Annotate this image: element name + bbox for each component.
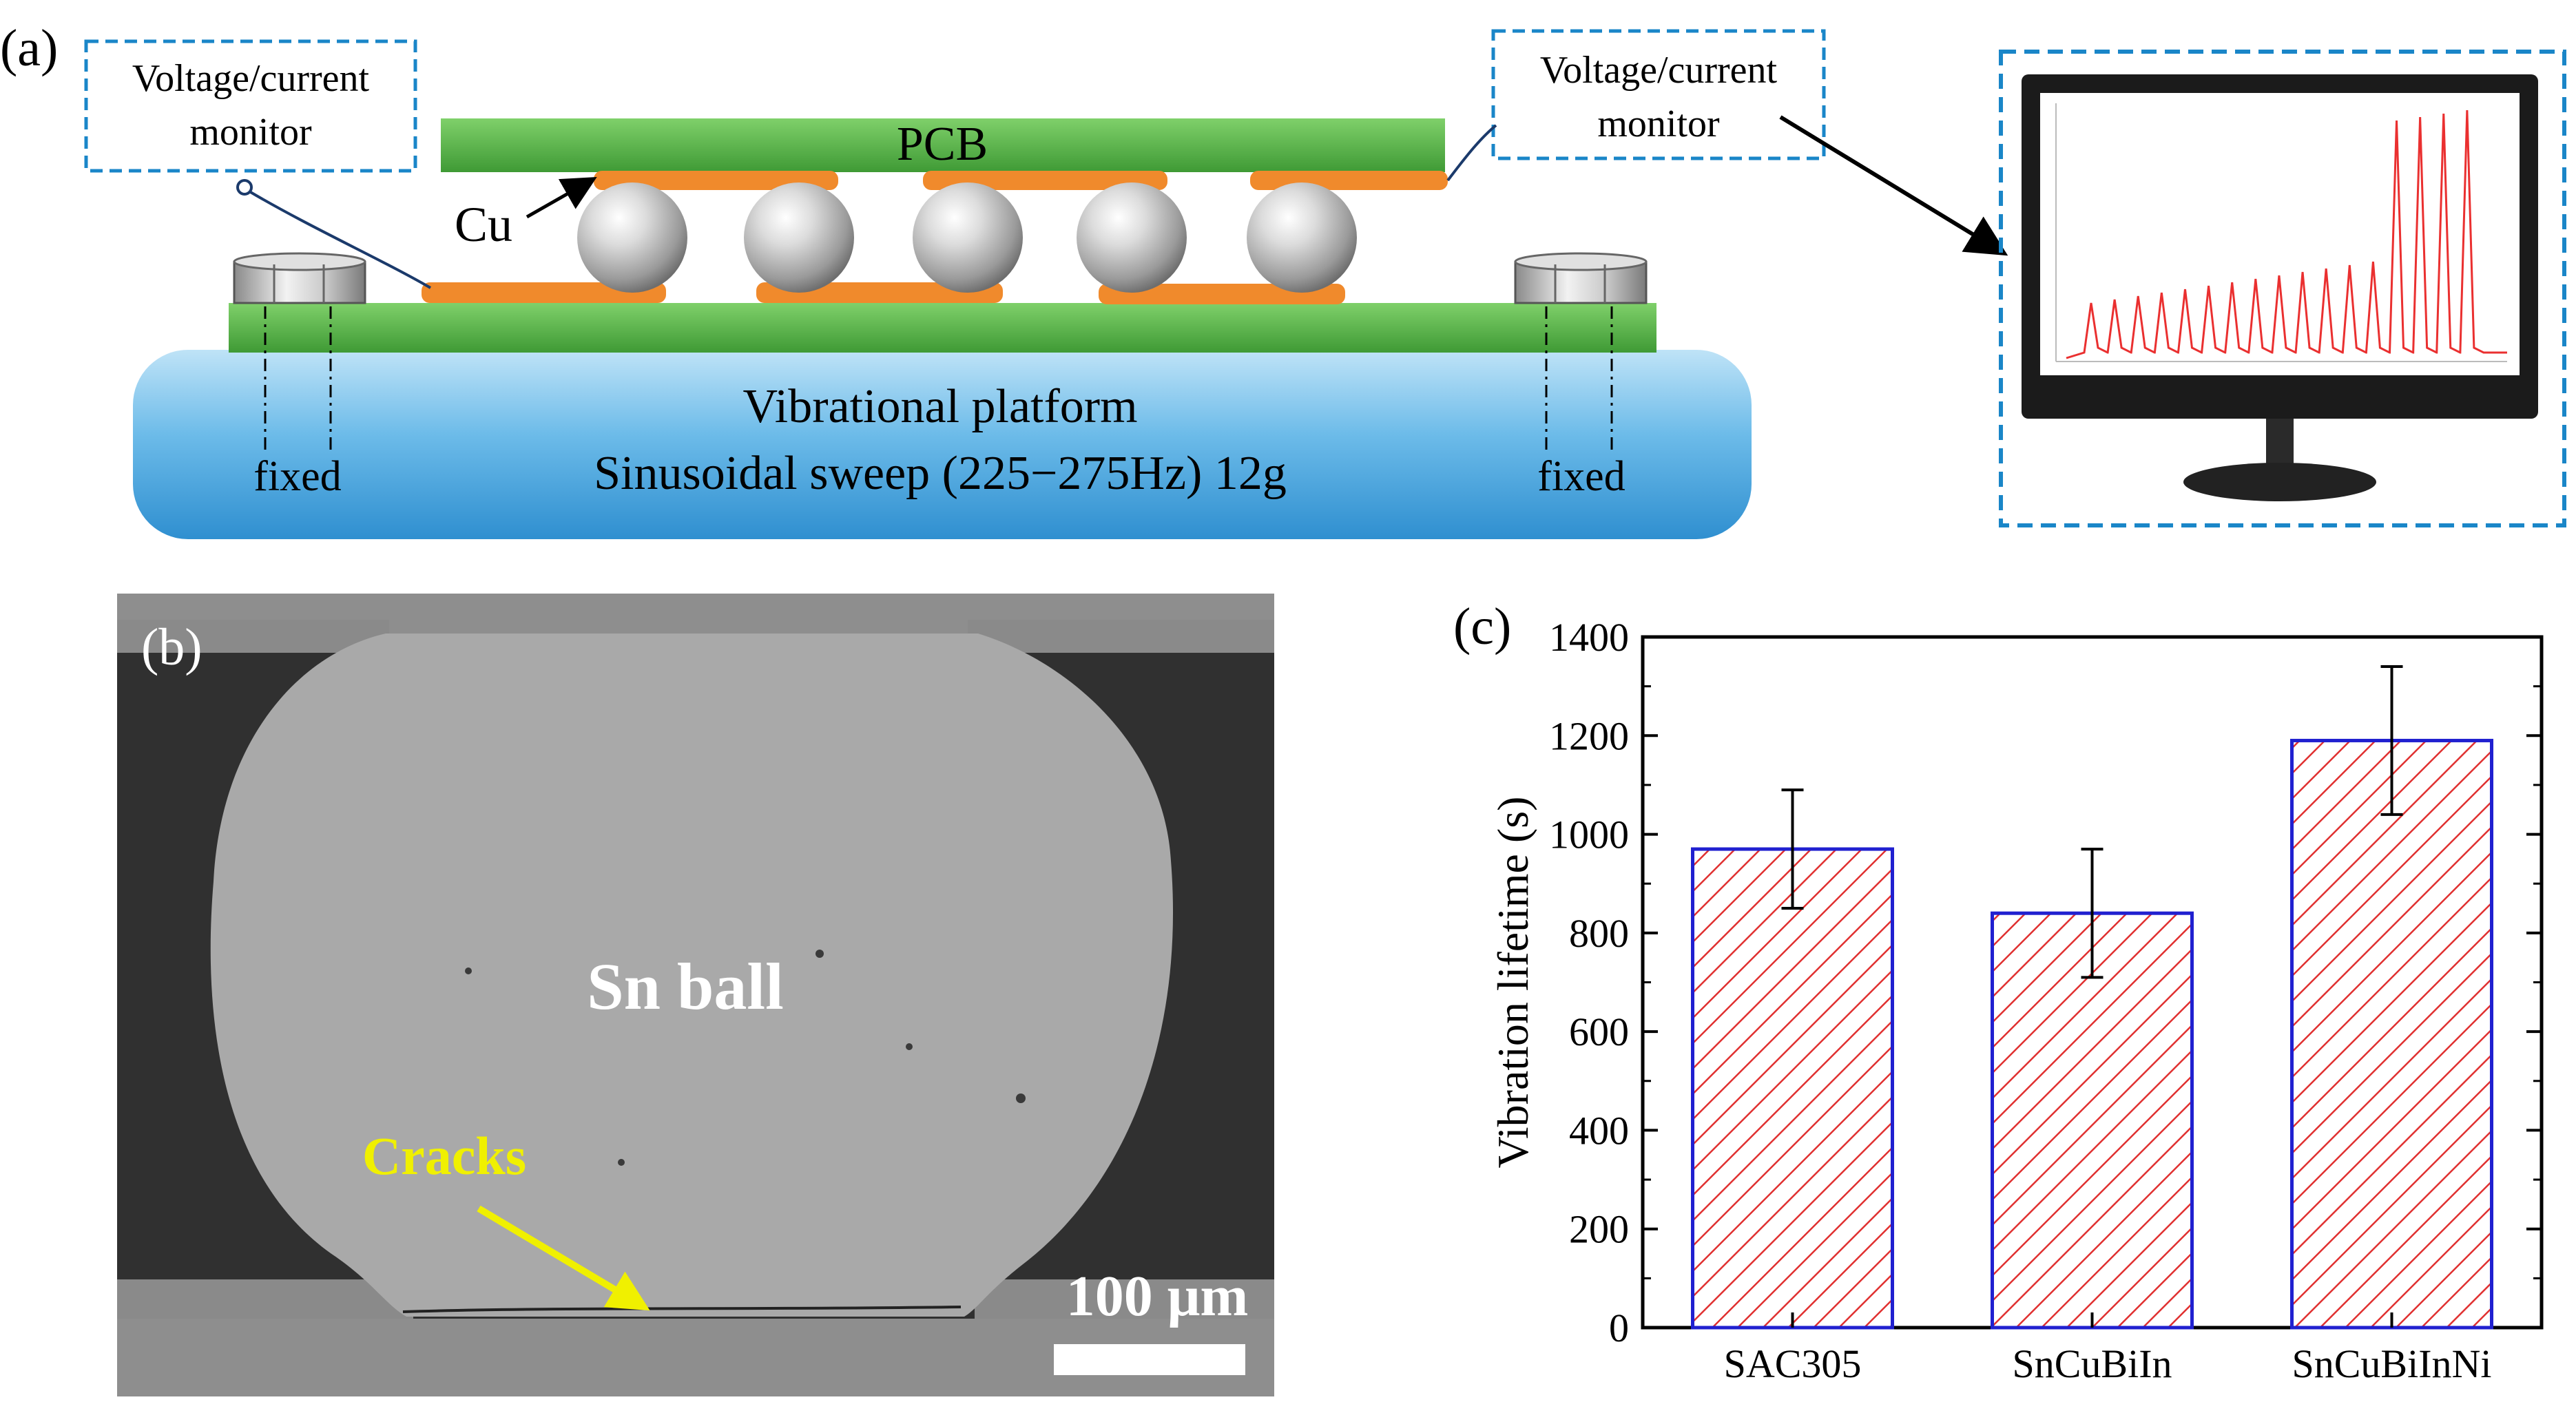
y-tick-label: 1000 — [1549, 813, 1629, 857]
y-tick-label: 400 — [1569, 1108, 1629, 1153]
fixed-left-label: fixed — [253, 453, 341, 500]
monitor-right-line2: monitor — [1597, 103, 1720, 145]
solder-ball — [1077, 182, 1187, 293]
platform-title: Vibrational platform — [742, 380, 1137, 433]
wire-end-left — [236, 179, 253, 196]
scale-bar-label: 100 μm — [1066, 1264, 1249, 1328]
sem-top-left-pad — [117, 620, 389, 653]
monitor-box-left — [84, 39, 417, 173]
platform-sweep-text: Sinusoidal sweep (225−275Hz) 12g — [594, 447, 1287, 500]
y-tick-label: 0 — [1609, 1306, 1629, 1350]
scale-bar — [1054, 1344, 1245, 1375]
cu-label: Cu — [455, 197, 512, 252]
pcb-label: PCB — [897, 118, 988, 171]
arrow-to-monitor — [1779, 115, 2008, 256]
cracks-label: Cracks — [362, 1126, 526, 1186]
sn-ball-cross-section — [210, 634, 1174, 1317]
y-tick-label: 800 — [1569, 911, 1629, 956]
solder-ball — [1247, 182, 1357, 293]
panel-b: (b) Sn ball Cracks 100 μm — [117, 594, 1274, 1396]
wire-left — [248, 190, 432, 289]
y-tick-label: 200 — [1569, 1207, 1629, 1252]
monitor-icon — [2022, 74, 2538, 501]
bolt-right — [1514, 252, 1648, 304]
sn-ball-label: Sn ball — [587, 950, 784, 1023]
top-pcb — [441, 118, 1445, 172]
sem-top-right-pad — [968, 620, 1274, 653]
sem-bottom-right-pad — [975, 1279, 1274, 1321]
monitor-dashed-frame — [1999, 50, 2566, 527]
y-axis-label: Vibration lifetime (s) — [1488, 797, 1537, 1169]
monitor-left-line1: Voltage/current — [132, 57, 370, 100]
sem-voids — [465, 950, 1026, 1166]
bottom-pcb — [229, 303, 1656, 353]
bar — [1691, 847, 1894, 1330]
panel-b-label: (b) — [141, 618, 202, 676]
fixed-lines — [264, 306, 1613, 451]
x-tick-label: SnCuBiInNi — [2292, 1341, 2491, 1386]
monitor-left-line2: monitor — [189, 111, 312, 154]
crack-line — [402, 1306, 962, 1313]
cu-arrow — [526, 177, 597, 219]
monitor-box-right — [1491, 29, 1826, 160]
monitor-right-line1: Voltage/current — [1540, 49, 1778, 92]
wire-right — [1446, 124, 1497, 182]
y-tick-label: 1200 — [1549, 713, 1629, 758]
fixed-right-label: fixed — [1537, 453, 1625, 500]
cracks-arrow — [477, 1205, 650, 1311]
solder-ball — [913, 182, 1023, 293]
bar — [2290, 738, 2493, 1330]
signal-trace — [2066, 109, 2507, 359]
top-pad — [594, 171, 838, 190]
bottom-pad — [422, 282, 666, 303]
y-tick-label: 600 — [1569, 1009, 1629, 1054]
x-tick-label: SAC305 — [1724, 1341, 1862, 1386]
panel-a: (a) Vibrational platform Sinusoidal swee… — [0, 19, 2566, 539]
y-tick-label: 1400 — [1549, 615, 1629, 660]
bolt-left — [233, 252, 366, 304]
panel-c-label: (c) — [1453, 598, 1511, 656]
x-tick-label: SnCuBiIn — [2012, 1341, 2172, 1386]
vibration-platform — [133, 350, 1752, 539]
panel-a-label: (a) — [0, 19, 58, 77]
bar — [1991, 911, 2194, 1330]
solder-ball — [744, 182, 854, 293]
solder-ball — [577, 182, 687, 293]
sem-bottom-left-pad — [117, 1279, 413, 1321]
